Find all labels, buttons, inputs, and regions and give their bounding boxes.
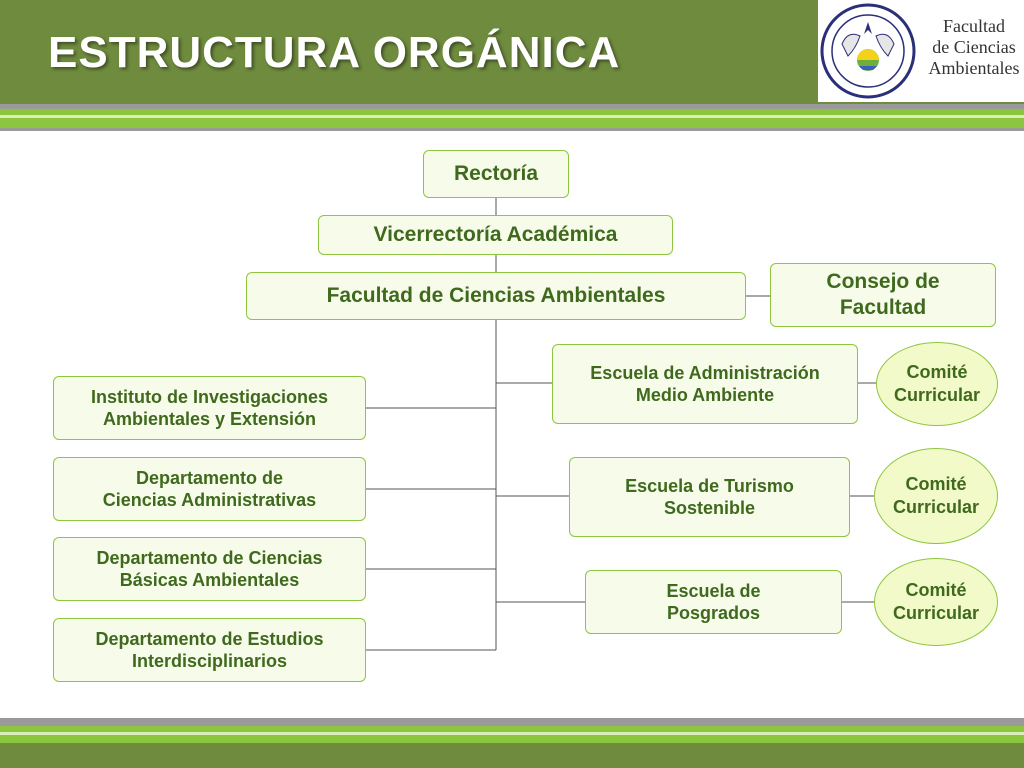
node-comite-curricular-3: Comité Curricular bbox=[874, 558, 998, 646]
node-escuela-posgrados: Escuela de Posgrados bbox=[585, 570, 842, 634]
faculty-logo: Facultad de Ciencias Ambientales bbox=[818, 0, 1024, 102]
node-dept-basicas: Departamento de Ciencias Básicas Ambient… bbox=[53, 537, 366, 601]
node-vicerrectoria-label: Vicerrectoría Académica bbox=[373, 222, 618, 246]
logo-text: Facultad de Ciencias Ambientales bbox=[924, 16, 1024, 79]
comite-1-line-1: Comité bbox=[906, 361, 968, 382]
node-rectoria: Rectoría bbox=[423, 150, 569, 198]
node-rectoria-label: Rectoría bbox=[453, 161, 539, 185]
escuela-administracion-line-2: Medio Ambiente bbox=[635, 385, 775, 405]
bottom-stripe-green-2 bbox=[0, 735, 1024, 743]
top-stripe-green-2 bbox=[0, 118, 1024, 128]
comite-1-line-2: Curricular bbox=[893, 385, 981, 405]
node-escuela-administracion: Escuela de Administración Medio Ambiente bbox=[552, 344, 858, 424]
top-stripe-gray bbox=[0, 104, 1024, 109]
dept-administrativas-line-2: Ciencias Administrativas bbox=[102, 490, 317, 510]
comite-2-line-1: Comité bbox=[905, 473, 967, 494]
node-instituto: Instituto de Investigaciones Ambientales… bbox=[53, 376, 366, 440]
escuela-turismo-line-2: Sostenible bbox=[663, 498, 755, 518]
escuela-posgrados-line-2: Posgrados bbox=[666, 603, 761, 623]
faculty-seal-icon bbox=[820, 3, 916, 99]
node-comite-curricular-1: Comité Curricular bbox=[876, 342, 998, 426]
instituto-line-1: Instituto de Investigaciones bbox=[90, 386, 329, 407]
logo-line-1: Facultad bbox=[943, 16, 1005, 36]
node-facultad-label: Facultad de Ciencias Ambientales bbox=[326, 283, 666, 307]
node-dept-interdisciplinarios: Departamento de Estudios Interdisciplina… bbox=[53, 618, 366, 682]
consejo-line-2: Facultad bbox=[839, 296, 927, 319]
comite-3-line-1: Comité bbox=[905, 579, 967, 600]
escuela-posgrados-line-1: Escuela de bbox=[666, 580, 761, 601]
node-facultad: Facultad de Ciencias Ambientales bbox=[246, 272, 746, 320]
consejo-line-1: Consejo de bbox=[826, 269, 940, 293]
bottom-stripe-gray bbox=[0, 718, 1024, 726]
bottom-stripe-light bbox=[0, 732, 1024, 735]
comite-3-line-2: Curricular bbox=[892, 603, 980, 623]
logo-line-3: Ambientales bbox=[928, 58, 1020, 78]
node-escuela-turismo: Escuela de Turismo Sostenible bbox=[569, 457, 850, 537]
instituto-line-2: Ambientales y Extensión bbox=[102, 409, 317, 429]
node-dept-administrativas: Departamento de Ciencias Administrativas bbox=[53, 457, 366, 521]
dept-interdisciplinarios-line-1: Departamento de Estudios bbox=[95, 628, 324, 649]
node-comite-curricular-2: Comité Curricular bbox=[874, 448, 998, 544]
logo-line-2: de Ciencias bbox=[932, 37, 1016, 57]
top-stripe-light bbox=[0, 115, 1024, 118]
footer-bar bbox=[0, 743, 1024, 768]
page-title: ESTRUCTURA ORGÁNICA bbox=[48, 28, 621, 77]
top-stripe-green-1 bbox=[0, 109, 1024, 115]
escuela-administracion-line-1: Escuela de Administración bbox=[590, 362, 820, 383]
escuela-turismo-line-1: Escuela de Turismo bbox=[625, 475, 794, 496]
bottom-stripe-green-1 bbox=[0, 726, 1024, 732]
dept-administrativas-line-1: Departamento de bbox=[135, 467, 284, 488]
dept-interdisciplinarios-line-2: Interdisciplinarios bbox=[131, 651, 288, 671]
top-stripe-gray-2 bbox=[0, 128, 1024, 131]
node-consejo-facultad: Consejo de Facultad bbox=[770, 263, 996, 327]
comite-2-line-2: Curricular bbox=[892, 497, 980, 517]
node-vicerrectoria: Vicerrectoría Académica bbox=[318, 215, 673, 255]
dept-basicas-line-2: Básicas Ambientales bbox=[119, 570, 300, 590]
dept-basicas-line-1: Departamento de Ciencias bbox=[96, 547, 323, 568]
